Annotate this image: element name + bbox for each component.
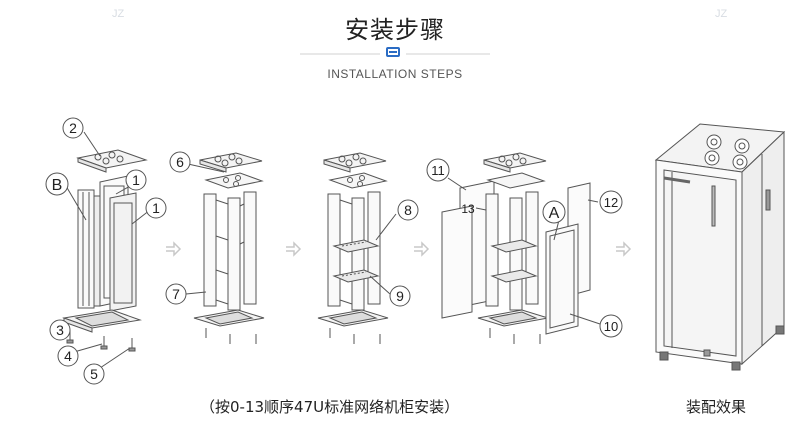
callout-7: 7 [172, 286, 180, 302]
server-icon [386, 47, 400, 57]
callout-6: 6 [176, 154, 184, 170]
arrow-right-icon [616, 241, 632, 257]
result-caption: 装配效果 [686, 398, 747, 416]
callout-12: 12 [604, 195, 618, 210]
step-2-frame-with-rails [185, 152, 265, 344]
callout-4: 4 [64, 348, 72, 364]
step-3-callouts: 8 9 [389, 199, 419, 307]
step-3-frame-with-shelves [317, 152, 397, 344]
callout-9: 9 [396, 288, 404, 304]
step-1-exploded-frame [62, 131, 151, 369]
callout-a: A [549, 205, 560, 222]
page-title: 安装步骤 [345, 16, 445, 44]
watermark-left: JZ [112, 8, 125, 20]
callout-5: 5 [90, 366, 98, 382]
arrow-right-icon [414, 241, 430, 257]
callout-10: 10 [604, 319, 618, 334]
step-4-callouts: 11 13 A 12 10 [426, 158, 623, 338]
install-caption: （按0-13顺序47U标准网络机柜安装） [200, 398, 460, 416]
callout-1a: 1 [132, 172, 140, 188]
watermark-right: JZ [715, 8, 728, 20]
step-1-callouts: 2 B 1 1 3 4 5 [45, 117, 167, 385]
callout-8: 8 [404, 202, 412, 218]
callout-b: B [52, 177, 63, 194]
step-2-callouts: 6 7 [165, 151, 191, 305]
arrow-right-icon [166, 241, 182, 257]
callout-2: 2 [69, 120, 77, 136]
assembled-cabinet [654, 123, 786, 371]
step-4-panels-and-doors [441, 152, 601, 344]
callout-3: 3 [56, 322, 64, 338]
page-subtitle: INSTALLATION STEPS [327, 67, 463, 81]
callout-11: 11 [431, 163, 445, 178]
callout-1b: 1 [152, 200, 160, 216]
arrow-right-icon [286, 241, 302, 257]
callout-13: 13 [461, 202, 475, 216]
